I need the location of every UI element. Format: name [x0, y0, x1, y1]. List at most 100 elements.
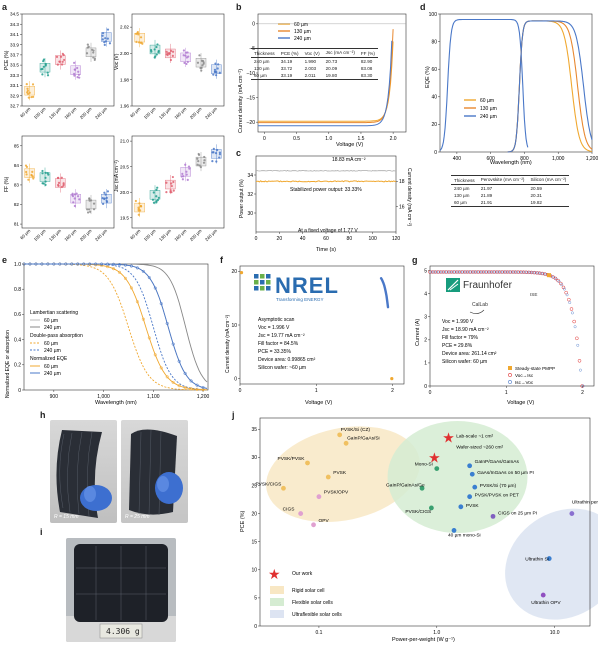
data-point — [569, 511, 575, 516]
panel-b-legend-130: 130 µm — [294, 29, 311, 35]
eqe-marker — [189, 379, 193, 383]
eqe-marker — [201, 385, 205, 390]
iv-point — [468, 270, 472, 274]
iv-point — [449, 270, 454, 274]
data-point — [165, 181, 168, 184]
tick-label: 900 — [50, 394, 59, 400]
data-point — [41, 169, 44, 173]
data-point — [26, 89, 30, 92]
iv-point — [513, 270, 518, 274]
tick-label: 800 — [520, 156, 529, 162]
data-point — [153, 48, 156, 51]
data-point — [106, 37, 109, 40]
iv-point-reverse — [520, 270, 524, 274]
data-point — [199, 165, 202, 169]
data-point — [428, 505, 434, 511]
iv-point — [500, 270, 504, 274]
iv-point — [454, 270, 459, 274]
panel-e-chart: Normalized EQE or absorption Wavelength … — [5, 262, 210, 406]
data-point — [46, 171, 49, 175]
data-point — [40, 68, 43, 71]
iv-point-reverse — [453, 270, 457, 274]
panel-label-d: d — [420, 2, 426, 12]
x-tick-label: 130 µm — [48, 228, 62, 242]
iv-point — [430, 270, 435, 274]
data-point — [181, 172, 184, 176]
panel-b-th-ff: FF (%) — [360, 50, 375, 56]
tick-label: 4 — [424, 291, 427, 297]
panel-e-legend-title1: Lambertian scattering — [30, 310, 78, 316]
eqe-marker — [135, 266, 139, 270]
panel-c-ann-power: Stabilized power output: 33.33% — [290, 187, 362, 193]
nrel-grid-square — [260, 280, 265, 285]
double-pass-60-curve — [24, 263, 208, 391]
cell: 20.73 — [325, 59, 338, 64]
data-point — [85, 52, 89, 55]
panel-f-xlabel: Voltage (V) — [305, 400, 332, 406]
data-point — [87, 208, 91, 211]
eqe-silicon-curve-2 — [507, 20, 593, 153]
data-point — [281, 485, 286, 491]
iv-point — [489, 270, 494, 274]
panel-d-table: Thickness Perovskite (mA cm⁻²) Silicon (… — [451, 175, 570, 207]
data-point — [155, 53, 158, 56]
cell: 82.90 — [360, 59, 373, 64]
panel-g-info-line: Fill factor = 79% — [442, 335, 479, 341]
data-point — [217, 63, 220, 66]
panel-j-legend-ultraflexible: Ultraflexible solar cells — [292, 612, 342, 618]
data-point — [60, 185, 64, 189]
data-point — [103, 197, 106, 200]
cell: 130 µm — [454, 193, 470, 198]
panel-e-legend-dp-60: 60 µm — [44, 341, 58, 347]
data-point — [211, 151, 214, 154]
data-point — [165, 50, 168, 53]
tick-label: 0.6 — [14, 312, 21, 318]
data-point — [546, 556, 552, 561]
eqe-marker — [177, 359, 181, 363]
data-point — [86, 43, 89, 46]
tick-label: 5 — [254, 596, 257, 602]
x-tick-label: 130 µm — [48, 106, 62, 120]
iv-point — [505, 270, 510, 274]
iv-point-reverse — [466, 270, 470, 274]
tick-label: 0.2 — [14, 363, 21, 369]
tick-label: 1,000 — [97, 394, 110, 400]
data-point — [199, 66, 202, 70]
eqe-marker — [195, 387, 199, 391]
tick-label: 0 — [252, 22, 255, 28]
nrel-logo: NREL Transforming ENERGY — [254, 273, 338, 302]
panel-c-chart: Power output (%) Current density (mA cm⁻… — [239, 155, 412, 253]
panel-b-th-thickness: Thickness — [254, 50, 275, 56]
tick-label: 1.5 — [357, 136, 364, 142]
eqe-marker — [189, 387, 193, 391]
data-point — [42, 182, 45, 185]
tick-label: 34.1 — [10, 32, 19, 37]
data-point — [155, 201, 158, 204]
data-point — [61, 60, 64, 63]
data-point — [171, 50, 175, 53]
iv-point — [481, 270, 486, 274]
tick-label: 0 — [18, 388, 21, 394]
x-tick-label: 160 µm — [173, 228, 187, 242]
cell: 20.31 — [530, 193, 542, 198]
data-point — [59, 55, 63, 58]
iv-point-reverse — [573, 325, 577, 329]
photo-caption-r15: R = 15 mm — [54, 514, 79, 520]
data-point — [218, 156, 221, 159]
iv-point — [580, 384, 584, 388]
cell: 83.08 — [360, 66, 373, 71]
panel-b-th-pce: PCE (%) — [280, 50, 299, 56]
nrel-grid-icon — [254, 274, 271, 291]
data-point — [73, 68, 77, 71]
data-point — [137, 209, 140, 212]
x-tick-label: 100 µm — [33, 106, 47, 120]
tick-label: 30 — [247, 211, 253, 217]
tick-label: 1,200 — [197, 394, 210, 400]
data-point — [92, 202, 96, 205]
iv-point-reverse — [458, 270, 462, 274]
data-point — [472, 484, 478, 490]
panel-g-xlabel: Voltage (V) — [507, 400, 534, 406]
flexible-region — [387, 421, 528, 534]
data-point — [218, 71, 221, 74]
